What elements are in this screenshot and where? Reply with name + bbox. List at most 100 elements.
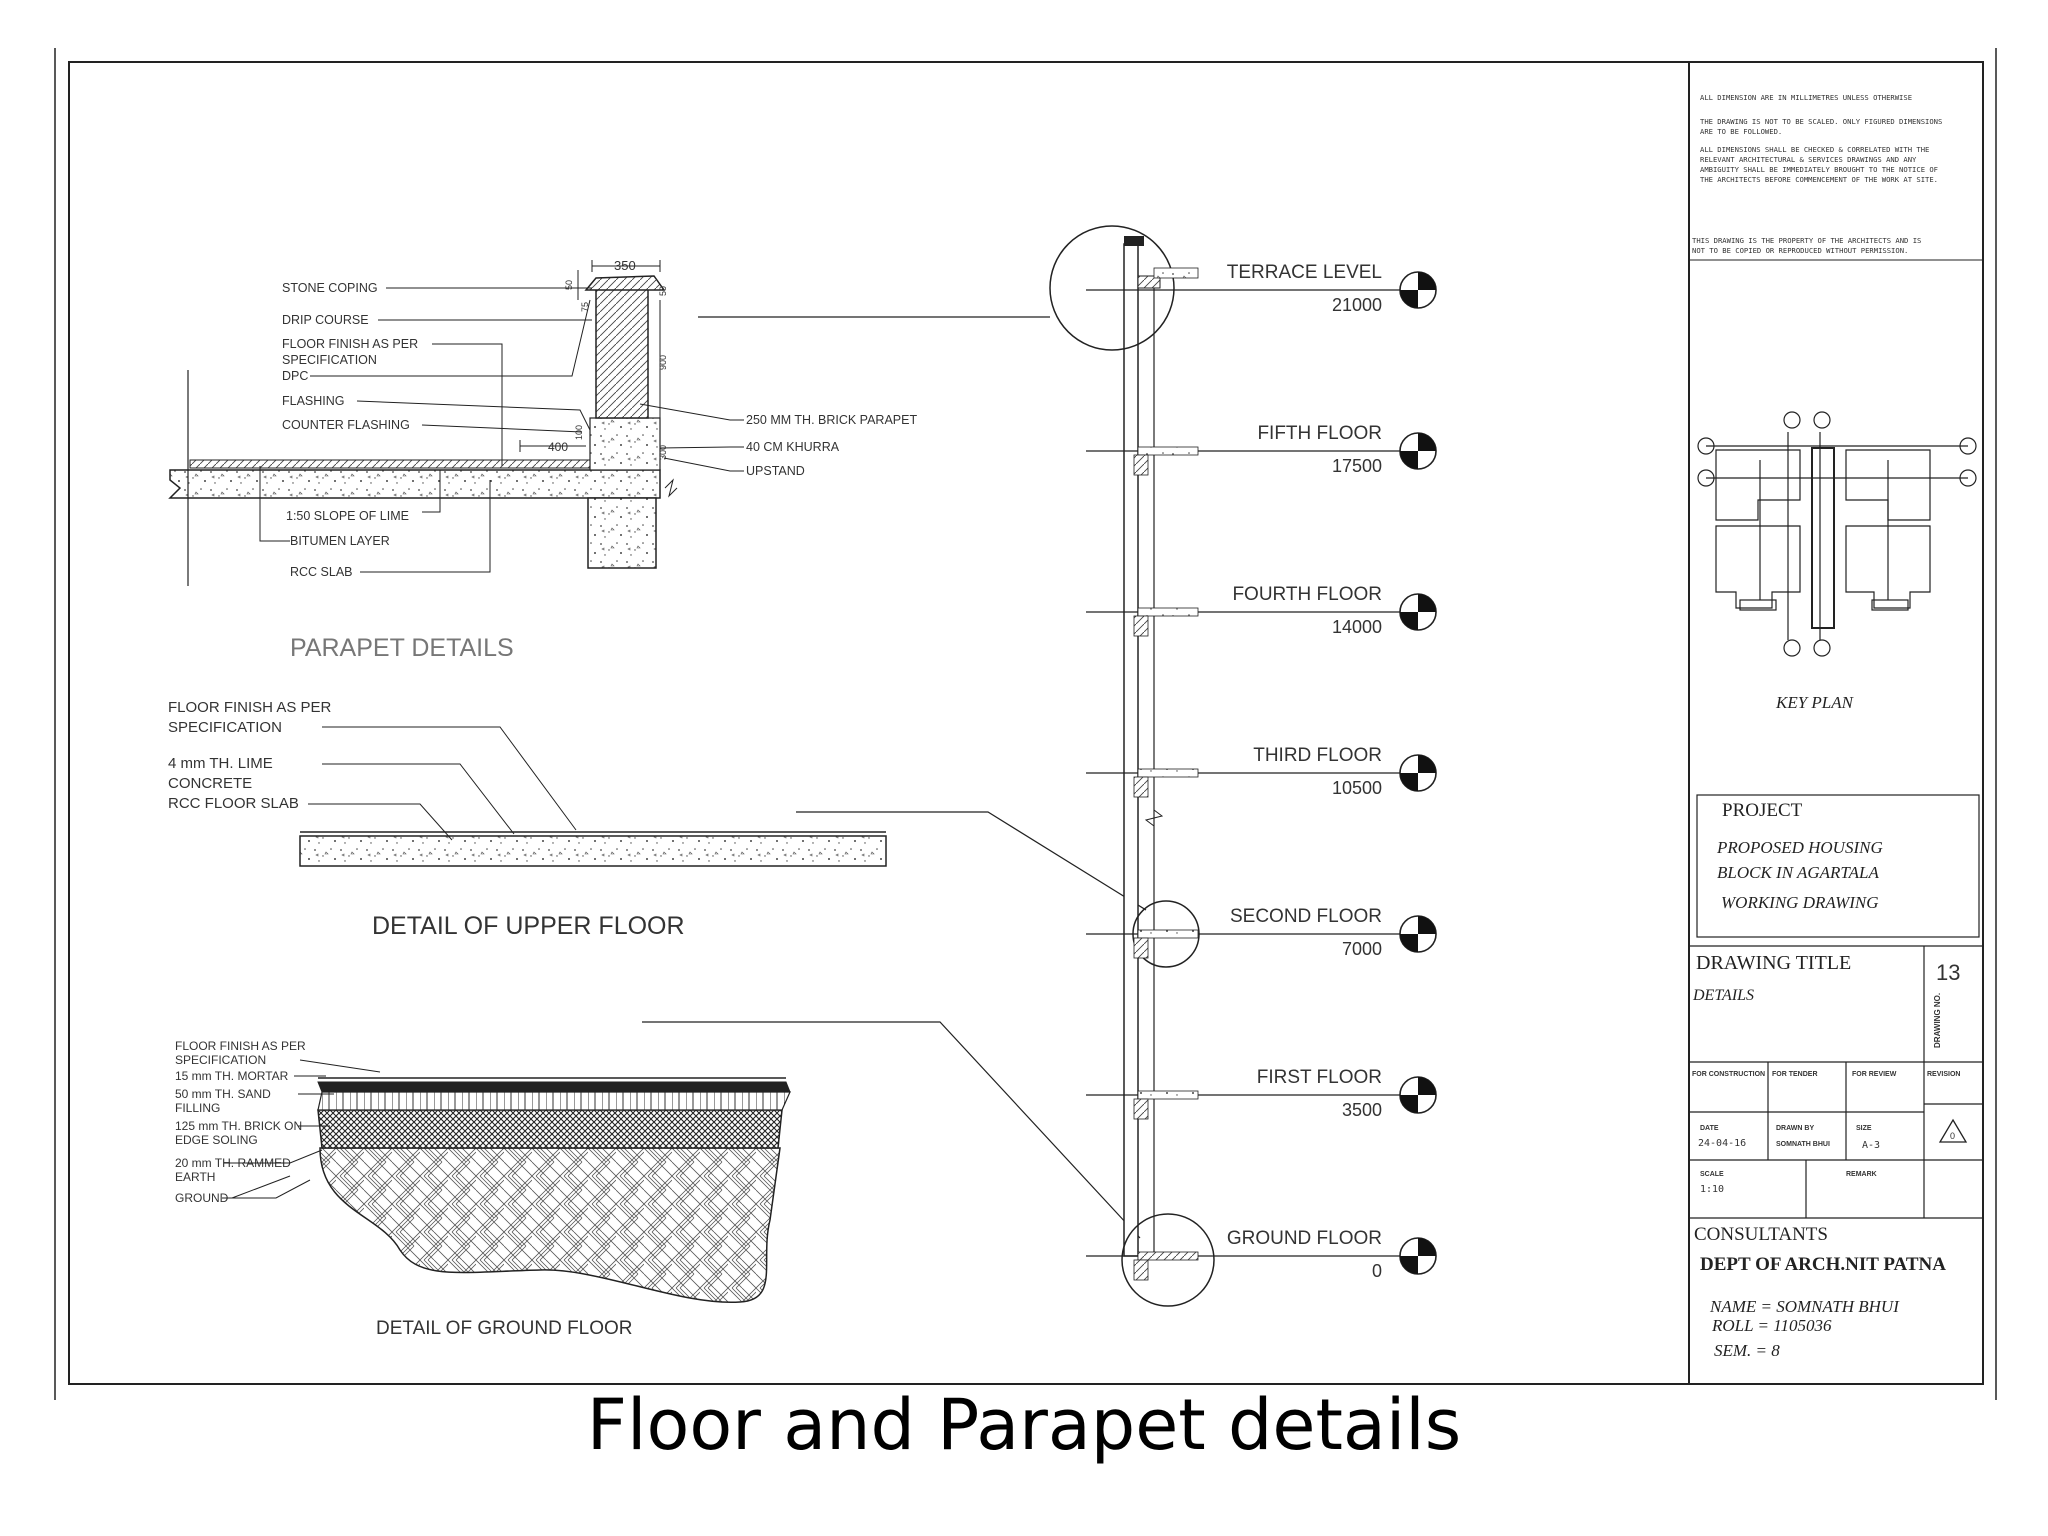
wall-bearing (1133, 776, 1149, 798)
remark-label: REMARK (1846, 1171, 1877, 1178)
wall-bearing (1133, 937, 1149, 959)
label-upper-lime: 4 mm TH. LIME (168, 755, 273, 772)
level-symbol-quadrant (1418, 755, 1436, 773)
label-ground-specification: SPECIFICATION (175, 1053, 266, 1067)
parapet-brick-wall (595, 287, 649, 419)
level-symbol-quadrant (1400, 290, 1418, 308)
parapet-beam (587, 497, 657, 569)
label-bitumen-layer: BITUMEN LAYER (290, 534, 390, 548)
parapet-dim-400: 400 (548, 440, 568, 454)
level-name: FIFTH FLOOR (1257, 423, 1382, 444)
label-dpc: DPC (282, 369, 308, 383)
level-name: THIRD FLOOR (1253, 745, 1382, 766)
property-line-1: NOT TO BE COPIED OR REPRODUCED WITHOUT P… (1692, 246, 1908, 255)
ground-brick-soling (317, 1109, 783, 1149)
level-symbol-quadrant (1400, 934, 1418, 952)
drawing-title-value: DETAILS (1692, 987, 1754, 1004)
ground-sand-filling (317, 1091, 791, 1111)
parapet-rcc-slab (168, 469, 661, 499)
level-symbol-quadrant (1418, 594, 1436, 612)
drawn-value: SOMNATH BHUI (1776, 1141, 1830, 1148)
wall-bearing (1133, 1098, 1149, 1120)
note-line-3: ALL DIMENSIONS SHALL BE CHECKED & CORREL… (1700, 145, 1929, 154)
floor-slab (1137, 446, 1199, 456)
revision-label: REVISION (1927, 1071, 1960, 1078)
level-name: SECOND FLOOR (1230, 906, 1382, 927)
label-stone-coping: STONE COPING (282, 281, 378, 295)
label-upstand: UPSTAND (746, 464, 805, 478)
wall-bearing (1133, 1259, 1149, 1281)
upper-floor-detail: FLOOR FINISH AS PER SPECIFICATION 4 mm T… (168, 699, 1147, 940)
parapet-dim-3: 50 (658, 286, 668, 296)
student-name: NAME = SOMNATH BHUI (1709, 1297, 1900, 1316)
size-label: SIZE (1856, 1125, 1872, 1132)
floor-slab (1137, 1251, 1199, 1261)
level-value: 0 (1372, 1261, 1382, 1281)
label-flashing: FLASHING (282, 394, 345, 408)
drawing-title-heading: DRAWING TITLE (1696, 952, 1851, 974)
key-plan-label: KEY PLAN (1775, 693, 1855, 712)
parapet-floor-finish (189, 459, 591, 469)
size-value: A-3 (1862, 1140, 1880, 1151)
level-symbol-quadrant (1418, 1077, 1436, 1095)
note-line-5: AMBIGUITY SHALL BE IMMEDIATELY BROUGHT T… (1700, 165, 1938, 174)
label-counter-flashing: COUNTER FLASHING (282, 418, 410, 432)
date-label: DATE (1700, 1125, 1719, 1132)
parapet-dim-4: 900 (658, 355, 668, 370)
level-symbol-quadrant (1418, 916, 1436, 934)
parapet-dim-6: 300 (658, 445, 668, 460)
label-ground-edge-soling: EDGE SOLING (175, 1133, 258, 1147)
note-line-0: ALL DIMENSION ARE IN MILLIMETRES UNLESS … (1700, 93, 1912, 102)
label-ground-floor-finish: FLOOR FINISH AS PER (175, 1039, 306, 1053)
ground-earth (319, 1147, 781, 1304)
label-upper-rcc-slab: RCC FLOOR SLAB (168, 795, 299, 812)
upper-floor-slab (299, 835, 887, 867)
level-value: 17500 (1332, 456, 1382, 476)
label-upper-concrete: CONCRETE (168, 775, 252, 792)
label-ground-mortar: 15 mm TH. MORTAR (175, 1069, 289, 1083)
status-tender: FOR TENDER (1772, 1071, 1818, 1078)
consultants-value: DEPT OF ARCH.NIT PATNA (1700, 1254, 1946, 1275)
level-symbol-quadrant (1400, 1095, 1418, 1113)
ground-mortar (317, 1081, 791, 1093)
parapet-dim-width: 350 (614, 258, 636, 273)
floor-slab (1137, 607, 1199, 617)
level-symbol-quadrant (1400, 612, 1418, 630)
parapet-dim-2: 75 (580, 302, 590, 312)
label-drip-course: DRIP COURSE (282, 313, 369, 327)
label-ground-brick: 125 mm TH. BRICK ON (175, 1119, 302, 1133)
consultants-heading: CONSULTANTS (1694, 1224, 1828, 1245)
note-line-4: RELEVANT ARCHITECTURAL & SERVICES DRAWIN… (1700, 155, 1917, 164)
student-roll: ROLL = 1105036 (1711, 1316, 1832, 1335)
drawn-label: DRAWN BY (1776, 1125, 1814, 1132)
level-name: TERRACE LEVEL (1227, 262, 1382, 283)
level-marker: FIFTH FLOOR 17500 (1086, 423, 1437, 476)
date-value: 24-04-16 (1698, 1138, 1746, 1149)
project-line-2: WORKING DRAWING (1721, 893, 1879, 912)
label-ground-earth: EARTH (175, 1170, 215, 1184)
detail-circle-ground (1121, 1213, 1215, 1307)
wall-section (1049, 225, 1215, 1307)
level-symbol-quadrant (1418, 272, 1436, 290)
status-review: FOR REVIEW (1852, 1071, 1897, 1078)
level-symbol-quadrant (1400, 773, 1418, 791)
label-khurra: 40 CM KHURRA (746, 440, 840, 454)
parapet-dim-5: 100 (574, 425, 584, 440)
floor-slab (1137, 768, 1199, 778)
slide-caption: Floor and Parapet details (586, 1384, 1462, 1466)
ground-floor-title: DETAIL OF GROUND FLOOR (376, 1318, 633, 1339)
level-value: 21000 (1332, 295, 1382, 315)
drawing-number-label: DRAWING NO. (1933, 993, 1942, 1048)
level-symbol-quadrant (1418, 1238, 1436, 1256)
level-name: FIRST FLOOR (1257, 1067, 1382, 1088)
label-slope-of-lime: 1:50 SLOPE OF LIME (286, 509, 409, 523)
label-upper-floor-finish: FLOOR FINISH AS PER (168, 699, 332, 716)
status-construction: FOR CONSTRUCTION (1692, 1071, 1765, 1078)
label-specification: SPECIFICATION (282, 353, 377, 367)
